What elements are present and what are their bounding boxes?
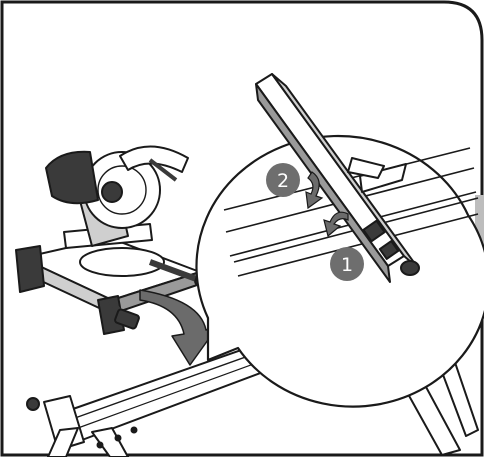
placement-arrow-icon [139, 289, 219, 366]
zoom-callout: 1 2 [195, 73, 484, 408]
side-tab [475, 195, 484, 265]
saw-handle-front [114, 308, 140, 330]
saw-motor [45, 150, 99, 205]
stand-leg-left [47, 427, 79, 457]
rotate-arrow-icon [305, 171, 324, 210]
step-2-number: 2 [277, 170, 289, 192]
saw-turntable [79, 247, 165, 277]
clamp-lever [359, 163, 407, 193]
stand-leg-left-2 [91, 427, 129, 457]
step-2-badge: 2 [266, 163, 300, 197]
step-1-number: 1 [341, 254, 353, 276]
saw-top-handle [119, 145, 189, 173]
press-arrow-icon [323, 211, 349, 238]
saw-foot-left [15, 245, 45, 293]
mounting-bar [255, 73, 420, 283]
miter-saw [15, 145, 222, 335]
saw-blade-hub [101, 181, 123, 203]
step-1-badge: 1 [330, 247, 364, 281]
